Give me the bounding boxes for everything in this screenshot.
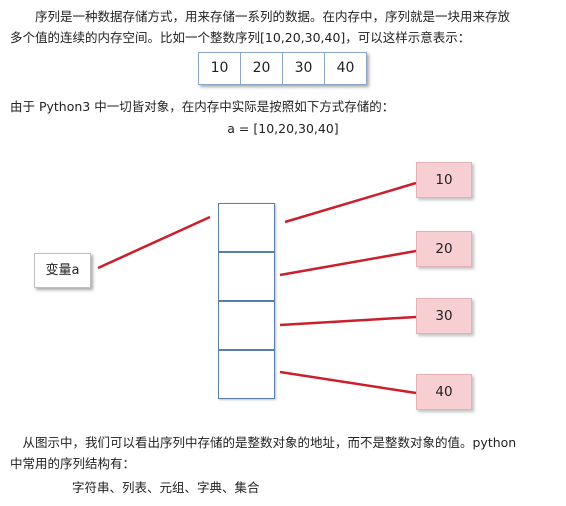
pointer-line-20 [279, 249, 417, 277]
conclusion-line-1: 从图示中，我们可以看出序列中存储的是整数对象的地址，而不是整数对象的值。pyth… [10, 435, 517, 450]
intro-paragraph: 序列是一种数据存储方式，用来存储一系列的数据。在内存中，序列就是一块用来存放 多… [10, 6, 556, 48]
memory-cell [218, 301, 275, 350]
assignment-code: a = [10,20,30,40] [227, 121, 339, 136]
value-object-10: 10 [416, 162, 472, 198]
sequence-cell: 20 [241, 53, 283, 84]
python-note: 由于 Python3 中一切皆对象，在内存中实际是按照如下方式存储的： [10, 99, 395, 114]
value-object-20: 20 [416, 231, 472, 267]
conclusion-line-2: 中常用的序列结构有： [10, 456, 136, 471]
variable-pointer-line [97, 215, 211, 270]
pointer-line-10 [284, 181, 417, 224]
sequence-cell: 30 [283, 53, 325, 84]
sequence-cell: 10 [199, 53, 241, 84]
conclusion-paragraph: 从图示中，我们可以看出序列中存储的是整数对象的地址，而不是整数对象的值。pyth… [10, 432, 556, 474]
memory-cell [218, 203, 275, 252]
memory-cell [218, 252, 275, 301]
variable-a-box: 变量a [34, 253, 91, 288]
value-object-30: 30 [416, 298, 472, 334]
memory-cell [218, 350, 275, 399]
intro-line-2: 多个值的连续的内存空间。比如一个整数序列[10,20,30,40]，可以这样示意… [10, 30, 471, 45]
pointer-line-30 [279, 315, 417, 327]
sequence-types-list: 字符串、列表、元组、字典、集合 [72, 480, 260, 495]
pointer-line-40 [279, 370, 417, 395]
sequence-illustration: 10 20 30 40 [198, 52, 367, 85]
intro-line-1: 序列是一种数据存储方式，用来存储一系列的数据。在内存中，序列就是一块用来存放 [10, 9, 511, 24]
value-object-40: 40 [416, 374, 472, 410]
sequence-cell: 40 [336, 60, 355, 76]
